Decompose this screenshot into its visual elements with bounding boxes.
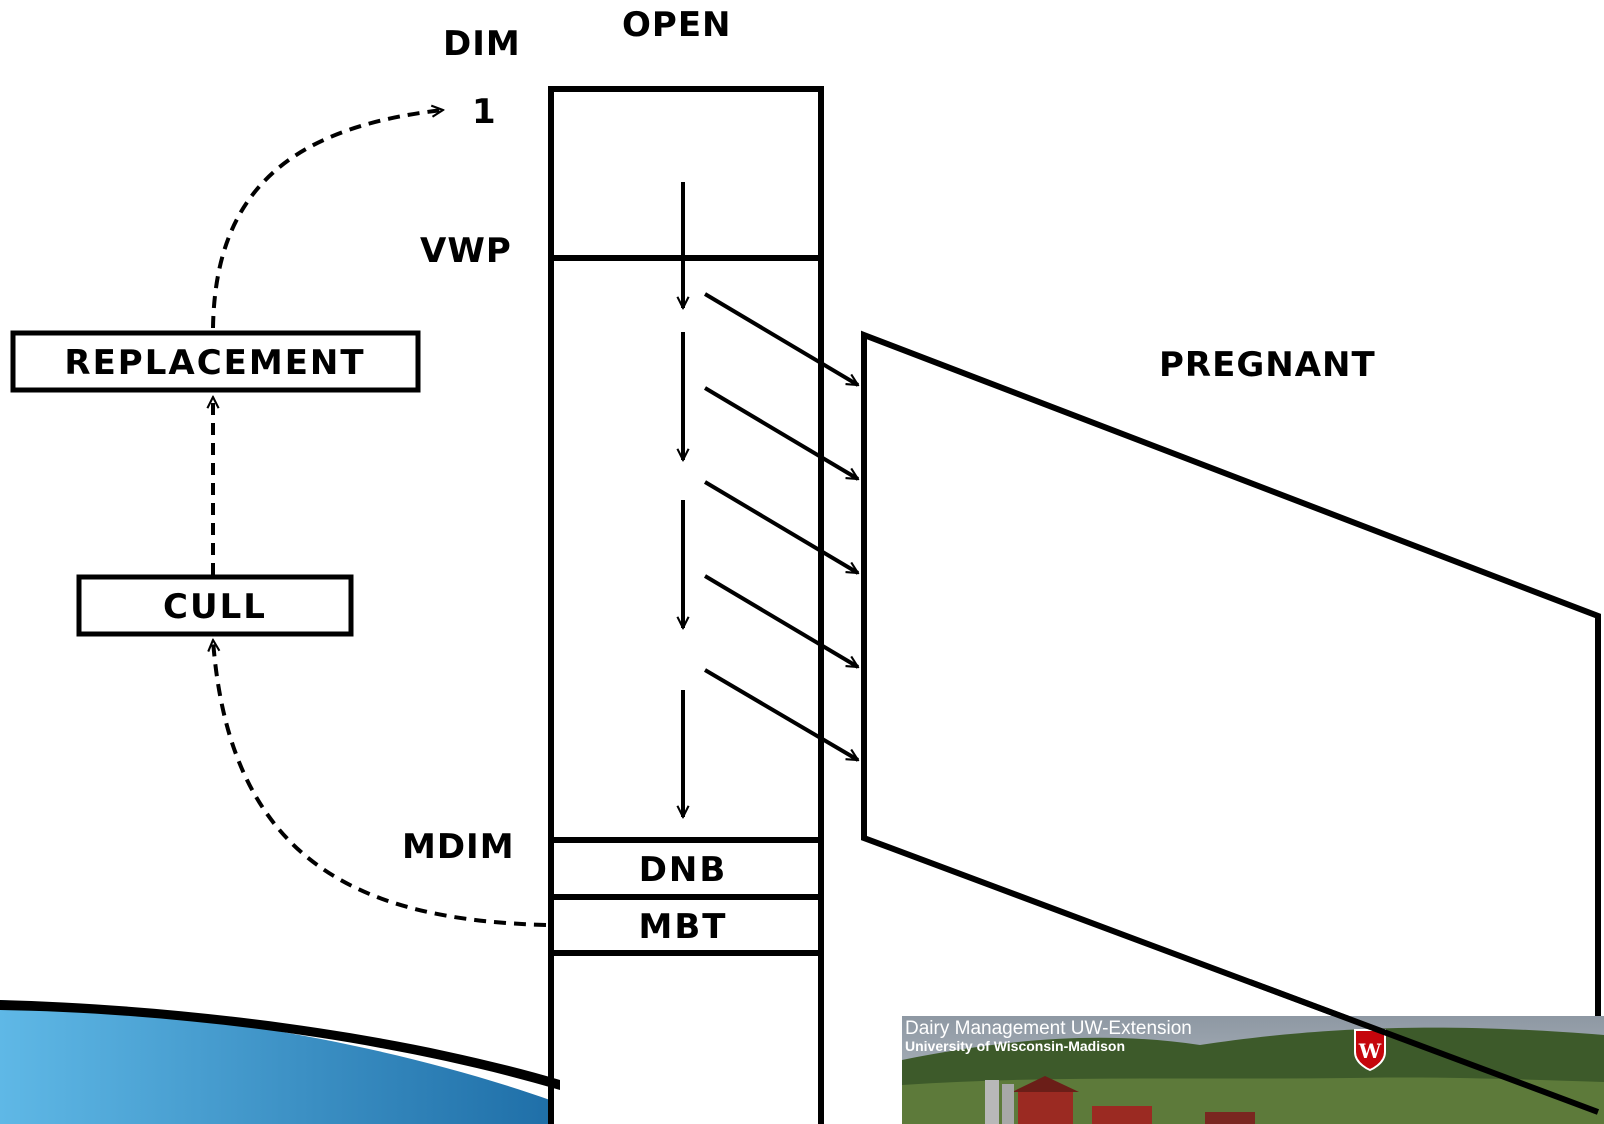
vwp-label: VWP xyxy=(420,231,512,271)
pregnant-label: PREGNANT xyxy=(1159,345,1376,385)
replacement-to-dim1-arrow xyxy=(211,110,443,329)
mbt-label: MBT xyxy=(639,907,728,947)
slide-swoosh-decoration xyxy=(0,1000,560,1124)
dashed-flow-arrows xyxy=(211,110,547,927)
thumbnail-subtitle: University of Wisconsin-Madison xyxy=(905,1038,1125,1054)
mbt-to-cull-arrow xyxy=(213,640,547,927)
cull-label: CULL xyxy=(163,587,267,627)
replacement-box: REPLACEMENT xyxy=(10,330,421,393)
dim-one-label: 1 xyxy=(472,92,497,132)
thumbnail-title: Dairy Management UW-Extension xyxy=(905,1018,1192,1039)
mdim-label: MDIM xyxy=(402,827,515,867)
uw-crest-icon: W xyxy=(1354,1029,1386,1072)
replacement-label: REPLACEMENT xyxy=(64,343,365,383)
pregnant-bottom-edge xyxy=(1248,979,1600,1115)
uw-crest-letter: W xyxy=(1358,1039,1382,1063)
dim-label: DIM xyxy=(443,24,521,64)
open-label: OPEN xyxy=(622,5,732,45)
conception-arrows xyxy=(703,292,858,762)
dnb-label: DNB xyxy=(639,850,728,890)
cull-box: CULL xyxy=(76,574,354,637)
barn-illustration xyxy=(985,1076,1255,1124)
open-column xyxy=(548,86,824,1124)
